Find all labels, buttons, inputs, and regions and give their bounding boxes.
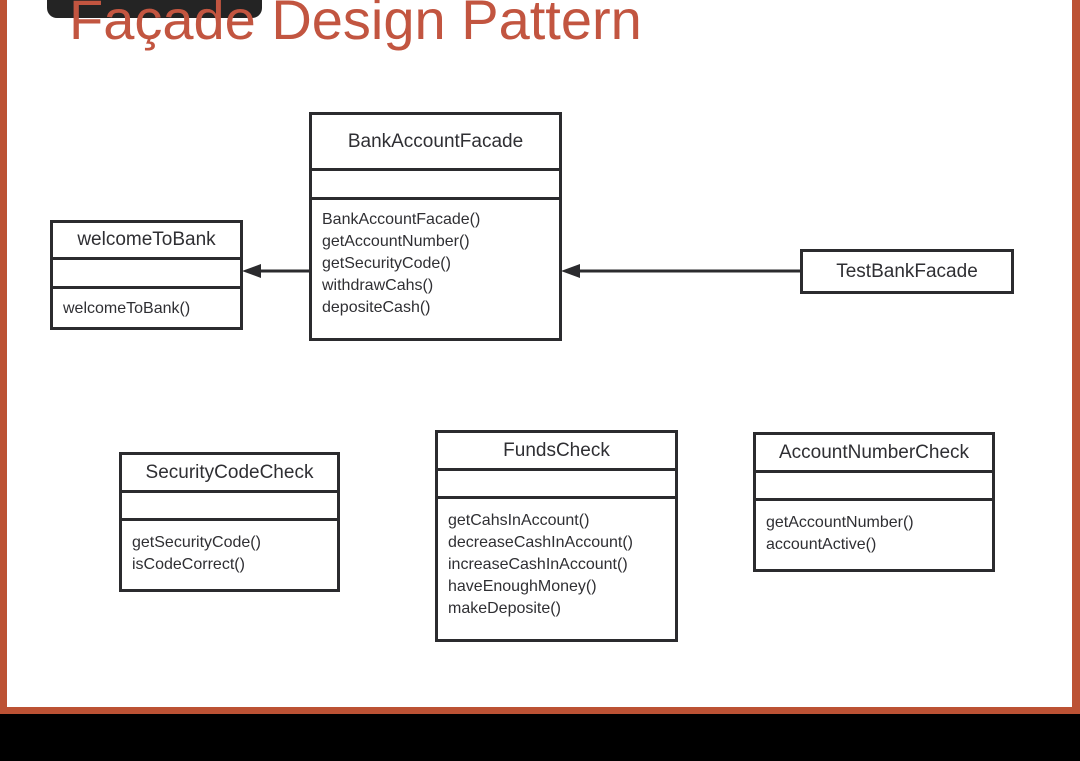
uml-method: getSecurityCode()	[132, 534, 261, 551]
uml-class-welcometobank[interactable]: welcomeToBank welcomeToBank()	[50, 220, 243, 330]
uml-class-name: welcomeToBank	[53, 223, 240, 260]
uml-attributes-compartment	[53, 260, 240, 289]
uml-attributes-compartment	[312, 171, 559, 200]
uml-class-securitycodecheck[interactable]: SecurityCodeCheck getSecurityCode() isCo…	[119, 452, 340, 592]
uml-class-bankaccountfacade[interactable]: BankAccountFacade BankAccountFacade() ge…	[309, 112, 562, 341]
uml-methods-compartment: welcomeToBank()	[53, 289, 240, 327]
uml-class-name: SecurityCodeCheck	[122, 455, 337, 493]
slide-canvas: Façade Design Pattern BankAccountFacade …	[0, 0, 1080, 714]
uml-method: decreaseCashInAccount()	[448, 533, 633, 551]
uml-class-name: BankAccountFacade	[312, 115, 559, 171]
connector-bankaccountfacade-to-welcometobank	[242, 264, 309, 278]
uml-method: getAccountNumber()	[322, 232, 470, 250]
uml-method: welcomeToBank()	[63, 300, 191, 317]
uml-method: getSecurityCode()	[322, 254, 451, 272]
uml-class-fundscheck[interactable]: FundsCheck getCahsInAccount() decreaseCa…	[435, 430, 678, 642]
uml-method: haveEnoughMoney()	[448, 577, 597, 595]
page-title: Façade Design Pattern	[69, 0, 642, 51]
uml-method: increaseCashInAccount()	[448, 555, 628, 573]
connector-testbankfacade-to-bankaccountfacade	[561, 264, 800, 278]
uml-method: depositeCash()	[322, 298, 431, 316]
uml-class-testbankfacade[interactable]: TestBankFacade	[800, 249, 1014, 294]
uml-methods-compartment: getCahsInAccount() decreaseCashInAccount…	[438, 499, 675, 639]
uml-attributes-compartment	[122, 493, 337, 521]
uml-class-name: AccountNumberCheck	[756, 435, 992, 473]
uml-methods-compartment: BankAccountFacade() getAccountNumber() g…	[312, 200, 559, 338]
uml-class-name: TestBankFacade	[836, 260, 978, 282]
uml-methods-compartment: getSecurityCode() isCodeCorrect()	[122, 521, 337, 589]
uml-class-name: FundsCheck	[438, 433, 675, 471]
uml-class-accountnumbercheck[interactable]: AccountNumberCheck getAccountNumber() ac…	[753, 432, 995, 572]
letterbox-area	[0, 714, 1080, 761]
uml-methods-compartment: getAccountNumber() accountActive()	[756, 501, 992, 569]
uml-method: withdrawCahs()	[322, 276, 434, 294]
uml-method: makeDeposite()	[448, 599, 561, 617]
uml-method: getAccountNumber()	[766, 514, 914, 531]
uml-attributes-compartment	[438, 471, 675, 499]
uml-method: accountActive()	[766, 535, 877, 553]
top-chrome-tab	[47, 0, 262, 18]
uml-attributes-compartment	[756, 473, 992, 501]
uml-method: getCahsInAccount()	[448, 512, 590, 529]
uml-method: BankAccountFacade()	[322, 211, 481, 228]
uml-method: isCodeCorrect()	[132, 555, 245, 573]
